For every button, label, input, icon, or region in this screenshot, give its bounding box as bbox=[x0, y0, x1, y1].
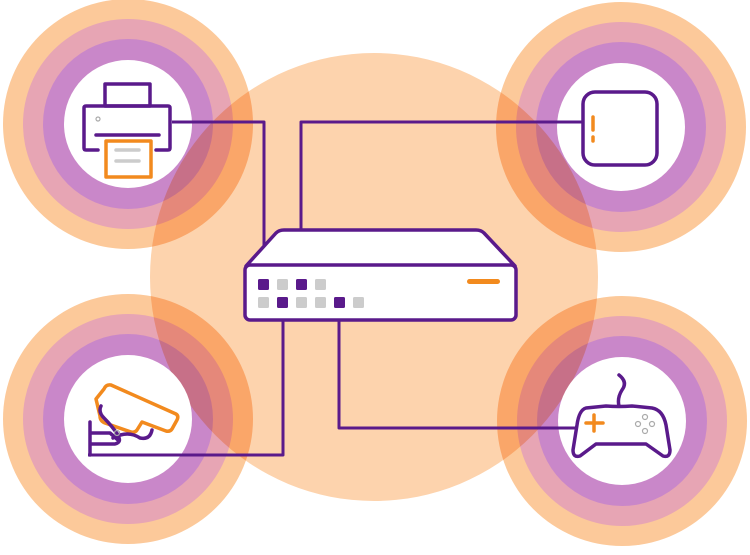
tablet-center bbox=[557, 63, 685, 191]
switch-port bbox=[258, 279, 269, 290]
camera-center bbox=[64, 355, 192, 483]
camera-cable bbox=[88, 302, 285, 457]
game-controller-icon bbox=[571, 373, 672, 459]
printer-center bbox=[64, 60, 192, 188]
switch-port bbox=[277, 279, 288, 290]
printer-cable bbox=[172, 120, 266, 285]
switch-port bbox=[277, 297, 288, 308]
security-camera-icon bbox=[88, 383, 180, 457]
switch-port bbox=[353, 297, 364, 308]
gamepad-cable bbox=[337, 302, 575, 430]
switch-port bbox=[296, 279, 307, 290]
smart-device-icon bbox=[581, 90, 659, 167]
status-light bbox=[467, 279, 500, 284]
gamepad-center bbox=[558, 357, 686, 485]
switch-port bbox=[315, 279, 326, 290]
printer-icon bbox=[82, 82, 172, 179]
switch-port bbox=[296, 297, 307, 308]
switch-port bbox=[334, 297, 345, 308]
network-switch-icon bbox=[243, 228, 518, 322]
switch-port bbox=[258, 297, 269, 308]
switch-port bbox=[315, 297, 326, 308]
